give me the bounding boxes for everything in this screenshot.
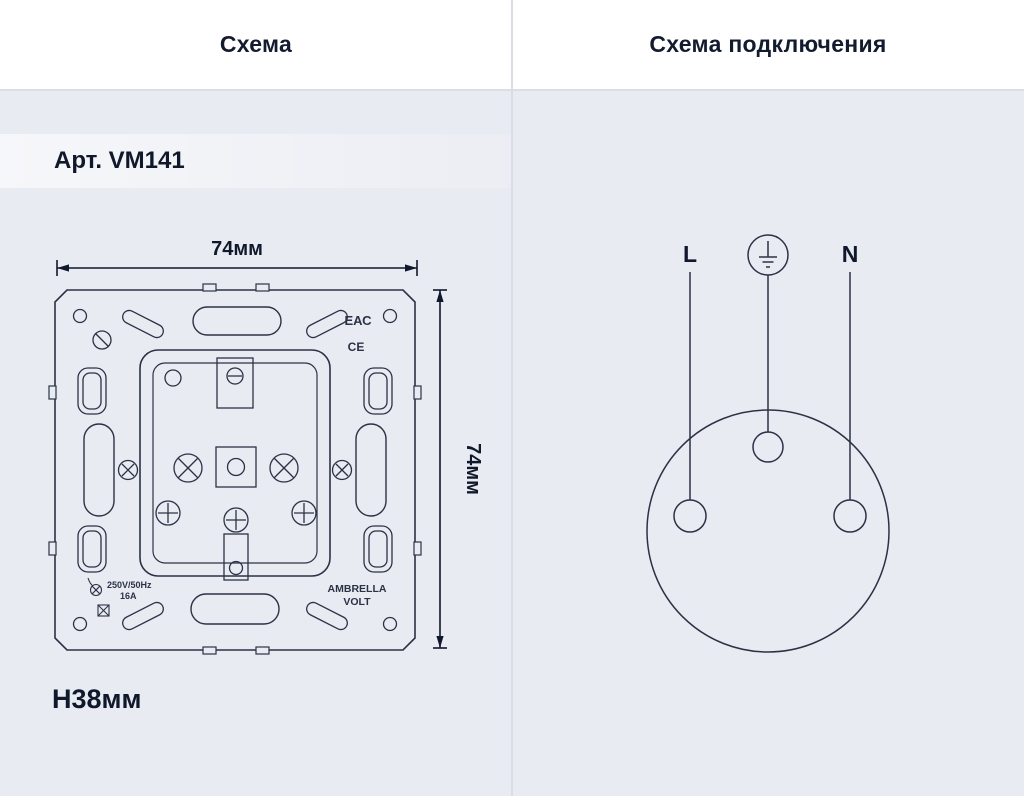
contact-hole-right [269, 453, 299, 483]
corner-screw-holes [72, 308, 398, 632]
terminal-label-l: L [683, 241, 697, 267]
width-dimension-arrow [56, 260, 418, 276]
frame-hole-top-left [164, 369, 182, 387]
width-dimension-label: 74мм [211, 238, 263, 260]
claw-slots [122, 309, 348, 631]
side-screw-right [331, 459, 353, 481]
eac-mark: ЕАС [344, 313, 372, 328]
terminal-screws [155, 500, 317, 533]
pin-hole-ground [752, 431, 784, 463]
mechanism-drawing: 74мм 74мм [48, 238, 484, 655]
side-slot-left [83, 423, 115, 517]
scheme-title: Схема [0, 0, 512, 89]
keyhole-top-left [92, 330, 112, 350]
scheme-title-text: Схема [219, 31, 293, 57]
crossed-box-icon [97, 604, 110, 617]
panel-divider [511, 0, 513, 796]
terminal-label-n: N [842, 241, 859, 267]
connection-scheme-title-text: Схема подключения [649, 31, 887, 57]
mounting-plate [48, 283, 422, 655]
height-dimension-label: 74мм [462, 443, 484, 495]
ce-mark: CE [348, 340, 365, 354]
article-label: Арт. VM141 [54, 147, 185, 174]
plate-outline [54, 289, 416, 651]
plaster-claw-slot-bottom [190, 593, 280, 625]
support-frame-outer [139, 349, 331, 577]
brand-text-bottom: VOLT [343, 596, 371, 608]
side-screw-left [117, 459, 139, 481]
lamp-symbol-icon [87, 577, 103, 597]
earth-ground-icon [747, 234, 789, 276]
pin-hole-l [673, 499, 707, 533]
plate-edge-tabs [48, 283, 422, 655]
height-dimension-arrow [433, 289, 447, 649]
fixing-slots [77, 367, 393, 573]
central-hub [215, 446, 257, 488]
contact-hole-left [173, 453, 203, 483]
depth-dimension-label: H38мм [52, 684, 142, 714]
pin-hole-n [833, 499, 867, 533]
wiring-diagram: L N [646, 234, 890, 653]
side-slot-right [355, 423, 387, 517]
bottom-clamp [223, 533, 249, 581]
brand-text-top: AMBRELLA [328, 583, 387, 595]
support-frame-inner [152, 362, 318, 564]
current-text: 16A [120, 591, 137, 601]
plaster-claw-slot-top [192, 306, 282, 336]
connection-scheme-title: Схема подключения [512, 0, 1024, 89]
article-highlight-band [0, 134, 511, 188]
rating-text: 250V/50Hz [107, 580, 152, 590]
top-clamp [216, 357, 254, 409]
socket-face-circle [646, 409, 890, 653]
